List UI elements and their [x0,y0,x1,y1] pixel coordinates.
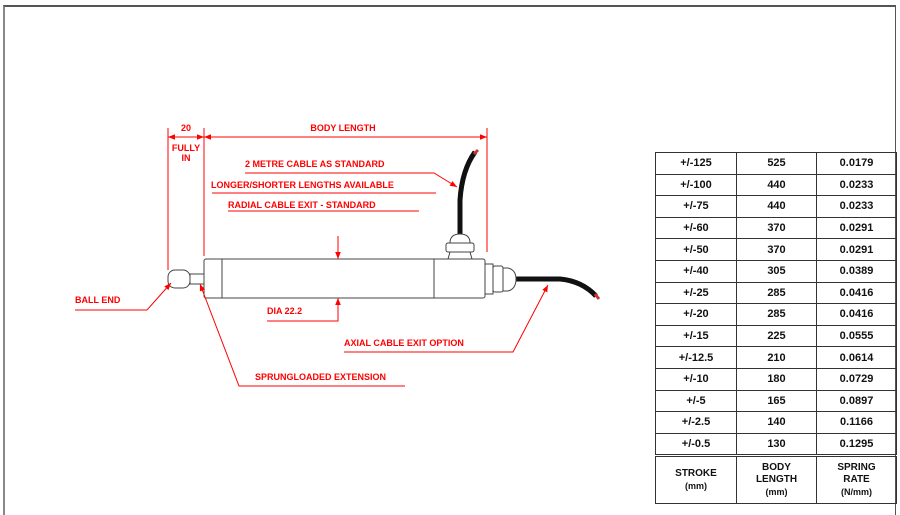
stroke-cell: +/-15 [655,324,737,348]
body-length-cell: 440 [736,195,817,218]
body-length-cell: 165 [736,389,817,413]
stroke-cell: +/-40 [655,259,737,283]
body-length-cell: 140 [736,411,817,434]
stroke-cell: +/-50 [655,238,737,261]
dim-body-length: BODY LENGTH [310,123,375,133]
body-length-cell: 440 [736,173,817,197]
stroke-cell: +/-2.5 [655,411,737,434]
ball-end [167,269,191,289]
body-length-cell: 210 [736,346,817,369]
body-length-cell: 370 [736,238,817,261]
radial-cable-tip [472,148,480,156]
radial-cable [457,150,478,238]
spring-rate-cell: 0.0233 [816,173,897,197]
dim-fully-in-label: FULLY [172,143,200,153]
spring-rate-cell: 0.0729 [816,367,897,391]
body-length-cell: 130 [736,432,817,457]
spring-rate-cell: 0.0179 [816,152,897,175]
stroke-cell: +/-5 [655,389,737,413]
leaders [75,172,549,387]
plunger [189,273,205,285]
spring-rate-cell: 0.0897 [816,389,897,413]
body-length-cell: 285 [736,303,817,326]
spring-rate-cell: 0.0555 [816,324,897,348]
note-sprung: SPRUNGLOADED EXTENSION [255,372,386,382]
spring-rate-cell: 0.0416 [816,303,897,326]
note-cable-standard: 2 METRE CABLE AS STANDARD [245,159,385,169]
header-stroke: STROKE(mm) [655,454,737,505]
spring-rate-cell: 0.0614 [816,346,897,369]
body-length-cell: 225 [736,324,817,348]
stroke-cell: +/-0.5 [655,432,737,457]
body-length-cell: 285 [736,281,817,305]
stroke-cell: +/-75 [655,195,737,218]
transducer-body [167,233,517,299]
stroke-cell: +/-12.5 [655,346,737,369]
stroke-cell: +/-60 [655,216,737,240]
stroke-cell: +/-100 [655,173,737,197]
body-length-cell: 180 [736,367,817,391]
stroke-cell: +/-125 [655,152,737,175]
axial-cable-tip [593,293,601,300]
spring-rate-cell: 0.0291 [816,216,897,240]
spring-rate-cell: 0.0416 [816,281,897,305]
axial-cable [514,276,598,298]
spring-rate-cell: 0.0233 [816,195,897,218]
note-ball-end: BALL END [75,295,121,305]
spring-rate-cell: 0.1166 [816,411,897,434]
note-axial: AXIAL CABLE EXIT OPTION [344,338,464,348]
note-lengths: LONGER/SHORTER LENGTHS AVAILABLE [211,180,394,190]
note-radial: RADIAL CABLE EXIT - STANDARD [228,200,376,210]
spring-rate-cell: 0.1295 [816,432,897,457]
stroke-cell: +/-20 [655,303,737,326]
spring-rate-cell: 0.0291 [816,238,897,261]
note-diameter: DIA 22.2 [267,306,302,316]
stroke-cell: +/-10 [655,367,737,391]
body-length-cell: 305 [736,259,817,283]
dim-fully-in-value: 20 [181,123,191,133]
stroke-cell: +/-25 [655,281,737,305]
body-length-cell: 525 [736,152,817,175]
dim-fully-in-label-2: IN [182,153,191,163]
spring-rate-cell: 0.0389 [816,259,897,283]
body-length-cell: 370 [736,216,817,240]
dimension-lines [167,128,488,270]
